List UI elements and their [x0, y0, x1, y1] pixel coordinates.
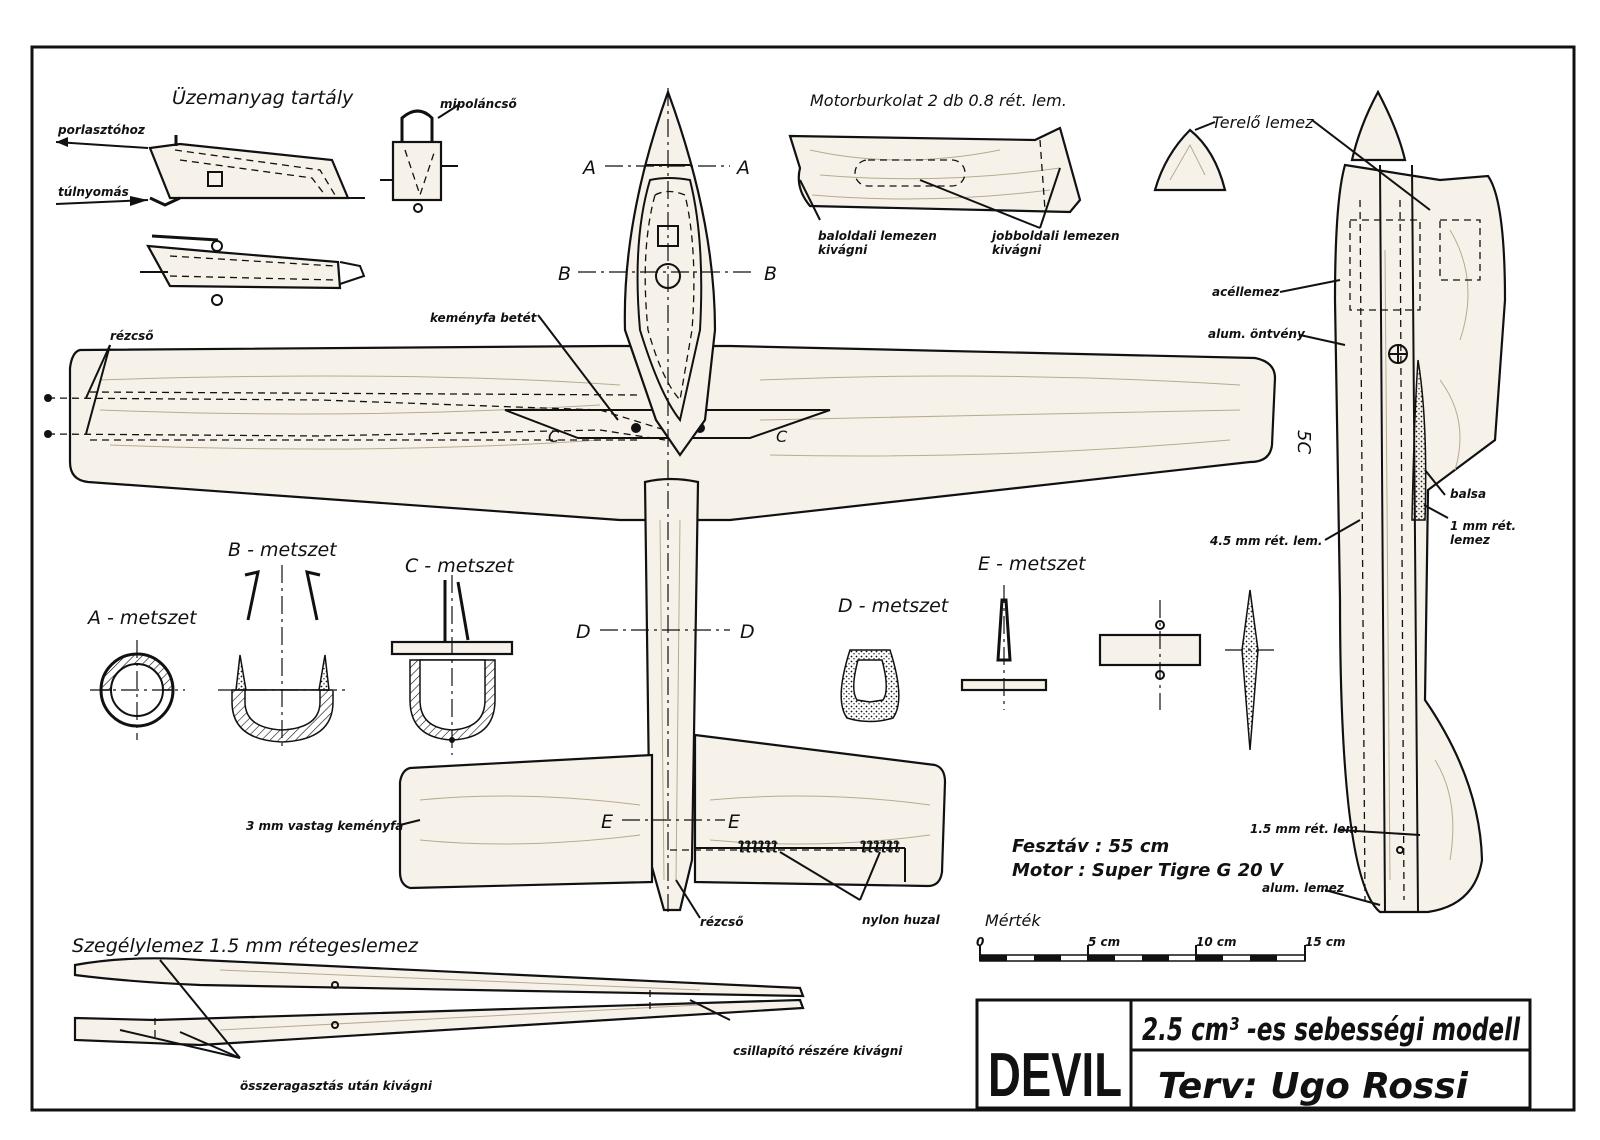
cut-a-right: A	[735, 157, 750, 179]
acellemez-label: acéllemez	[1212, 285, 1280, 299]
balsa-label: balsa	[1450, 487, 1486, 501]
one-mm-label: 1 mm rét.lemez	[1450, 519, 1516, 547]
title-model: 2.5 cm³ -es sebességi modell	[1142, 1012, 1520, 1048]
drawing-frame	[30, 45, 1576, 1112]
cut-d-left: D	[576, 621, 591, 643]
cut-b-left: B	[558, 263, 571, 285]
alum-lemez-label: alum. lemez	[1262, 881, 1345, 895]
edge-plate-label: Szegélylemez 1.5 mm rétegeslemez	[72, 935, 419, 957]
section-d-label: D - metszet	[838, 595, 950, 617]
title-designer: Terv: Ugo Rossi	[1158, 1066, 1469, 1107]
cut-e-right: E	[728, 811, 740, 833]
porlaszto-label: porlasztóhoz	[57, 123, 146, 137]
engine-label: Motor : Super Tigre G 20 V	[1012, 860, 1285, 881]
scale-5: 5 cm	[1088, 935, 1120, 949]
section-a	[90, 640, 185, 740]
span-label: Fesztáv : 55 cm	[1012, 836, 1169, 857]
fuel-tank-label: Üzemanyag tartály	[172, 86, 354, 109]
three-mm-label: 3 mm vastag keményfa	[246, 819, 403, 833]
section-cut-lines: A A B B D D E E	[558, 157, 777, 833]
cut-e-left: E	[601, 811, 613, 833]
section-e	[960, 585, 1275, 751]
scale-bar	[979, 945, 1306, 962]
section-a-label: A - metszet	[86, 607, 198, 629]
side-note: 5C	[1293, 430, 1314, 454]
scale-title: Mérték	[985, 911, 1041, 930]
damper-cut-label: csillapító részére kivágni	[733, 1044, 903, 1058]
section-b	[218, 565, 345, 750]
cut-c-left-label: C	[548, 427, 560, 446]
scale-15: 15 cm	[1305, 935, 1346, 949]
cut-a-left: A	[581, 157, 596, 179]
cut-b-right: B	[764, 263, 777, 285]
nylon-label: nylon huzal	[862, 913, 941, 927]
deflector-label: Terelő lemez	[1212, 113, 1314, 132]
rezcso-tail-label: rézcső	[700, 915, 744, 929]
fuel-tank-drawing	[55, 135, 366, 306]
kemenyfa-betet-label: keményfa betét	[430, 311, 538, 325]
section-c	[390, 575, 514, 755]
cowling-drawing	[788, 126, 1082, 229]
section-e-label: E - metszet	[978, 553, 1087, 575]
alum-ontveny-label: alum. öntvény	[1208, 327, 1306, 341]
one-five-mm-label: 1.5 mm rét. lem	[1250, 822, 1358, 836]
tulnyomas-label: túlnyomás	[58, 185, 129, 199]
section-c-label: C - metszet	[405, 555, 515, 577]
scale-10: 10 cm	[1196, 935, 1237, 949]
title-block: DEVIL 2.5 cm³ -es sebességi modell Terv:…	[975, 998, 1532, 1110]
section-d	[840, 649, 900, 723]
leader-lines	[85, 119, 1449, 919]
deflector-plate	[1153, 121, 1227, 192]
fuselage-side-view	[1333, 89, 1507, 914]
svg-text:ƪƪƪƪƪƪ: ƪƪƪƪƪƪ	[860, 839, 900, 853]
labels: Üzemanyag tartály porlasztóhoz túlnyomás…	[57, 86, 1516, 1093]
cowling-label: Motorburkolat 2 db 0.8 rét. lem.	[810, 91, 1067, 110]
mipolan-label: mipoláncső	[440, 97, 517, 111]
cut-c-right-label: C	[776, 427, 788, 446]
scale-0: 0	[976, 935, 984, 949]
svg-text:ƪƪƪƪƪƪ: ƪƪƪƪƪƪ	[738, 839, 778, 853]
title-name: DEVIL	[988, 1041, 1122, 1110]
fuselage-top-view	[623, 88, 717, 915]
tail-top-view: ƪƪƪƪƪƪ ƪƪƪƪƪƪ	[398, 733, 947, 890]
cut-after-label: összeragasztás után kivágni	[240, 1079, 433, 1093]
rezcso-wing-label: rézcső	[110, 329, 154, 343]
cut-d-right: D	[740, 621, 755, 643]
section-b-label: B - metszet	[228, 539, 338, 561]
edge-plates	[73, 957, 805, 1059]
four-five-mm-label: 4.5 mm rét. lem.	[1209, 534, 1322, 548]
tank-end-view	[380, 103, 461, 213]
